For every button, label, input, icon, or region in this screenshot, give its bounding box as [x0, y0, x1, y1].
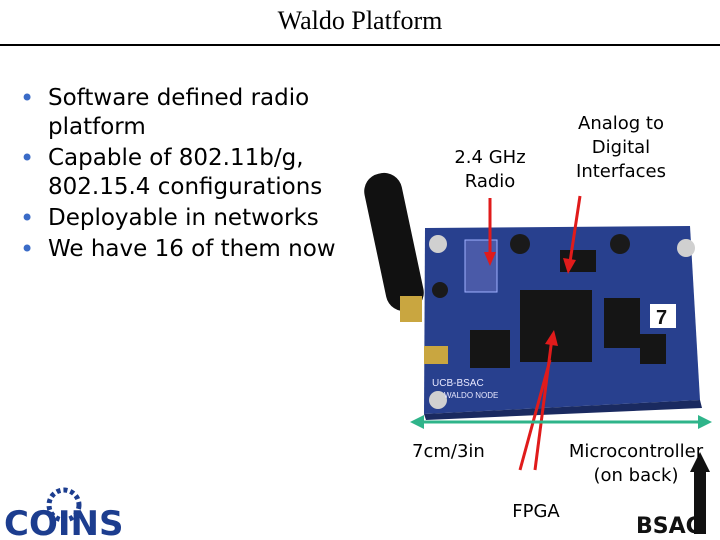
mcu-arrow — [518, 359, 552, 471]
chip-label-box — [650, 304, 676, 328]
regulator-chip — [640, 334, 666, 364]
title-divider — [0, 44, 720, 46]
board-silk-sub: WALDO NODE — [444, 391, 498, 400]
slide-title: Waldo Platform — [277, 6, 443, 35]
radio-label-line: 2.4 GHz — [454, 147, 526, 168]
antenna-connector-icon — [400, 296, 422, 322]
capacitor-icon — [432, 282, 448, 298]
size-label: 7cm/3in — [412, 441, 485, 462]
pcb-edge — [424, 400, 702, 420]
bullet-icon: • — [20, 84, 35, 112]
chip-label-text: 7 — [656, 307, 667, 329]
board-silk-name: UCB-BSAC — [432, 378, 484, 389]
fpga-label: FPGA — [512, 501, 560, 522]
bullet-text: Deployable in networks — [48, 205, 319, 231]
mount-hole-icon — [429, 235, 447, 253]
adc-label-line: Digital — [591, 137, 651, 158]
mount-hole-icon — [677, 239, 695, 257]
adc-label-line: Analog to — [578, 113, 664, 134]
mcu-label-line: Microcontroller — [568, 441, 704, 462]
antenna-icon — [364, 172, 424, 312]
coins-gear-icon — [46, 487, 82, 523]
chip-right — [604, 298, 640, 348]
bullet-item: • Capable of 802.11b/g, 802.15.4 configur… — [18, 144, 388, 202]
measure-right-arrow-icon — [698, 415, 712, 429]
chip-left — [470, 330, 510, 368]
bsac-logo-text: BSAC — [636, 514, 702, 539]
mcu-label: Microcontroller (on back) — [556, 440, 716, 488]
bullet-icon: • — [20, 204, 35, 232]
coins-logo-text: COINS — [4, 504, 123, 540]
bullet-text: Software defined radio platform — [48, 85, 310, 140]
coins-logo: COINS — [4, 487, 123, 540]
bullet-icon: • — [20, 144, 35, 172]
radio-arrowhead-icon — [484, 252, 496, 266]
adc-arrowhead-icon — [563, 258, 576, 274]
bsac-logo: BSAC — [636, 452, 710, 539]
adc-label: Analog to Digital Interfaces — [558, 112, 684, 184]
bullet-item: • Deployable in networks — [18, 204, 388, 233]
bullet-text: Capable of 802.11b/g, 802.15.4 configura… — [48, 145, 323, 200]
mount-hole-icon — [429, 391, 447, 409]
radio-label: 2.4 GHz Radio — [440, 146, 540, 194]
mcu-label-line: (on back) — [593, 465, 679, 486]
bullet-item: • We have 16 of them now — [18, 235, 388, 264]
bsac-tower-icon — [694, 470, 706, 534]
fpga-arrowhead-icon — [545, 330, 558, 346]
sma-connector-icon — [424, 346, 448, 364]
bullet-icon: • — [20, 235, 35, 263]
bsac-tower-roof-icon — [690, 452, 710, 472]
fpga-chip — [520, 290, 592, 362]
radio-shield — [464, 239, 498, 293]
adc-label-line: Interfaces — [576, 161, 666, 182]
measure-left-arrow-icon — [410, 415, 424, 429]
radio-label-line: Radio — [464, 171, 516, 192]
capacitor-icon — [510, 234, 530, 254]
bullet-text: We have 16 of them now — [48, 236, 336, 262]
bullet-list: • Software defined radio platform • Capabl… — [18, 84, 388, 266]
bullet-item: • Software defined radio platform — [18, 84, 388, 142]
capacitor-icon — [610, 234, 630, 254]
adc-arrow — [568, 195, 582, 263]
